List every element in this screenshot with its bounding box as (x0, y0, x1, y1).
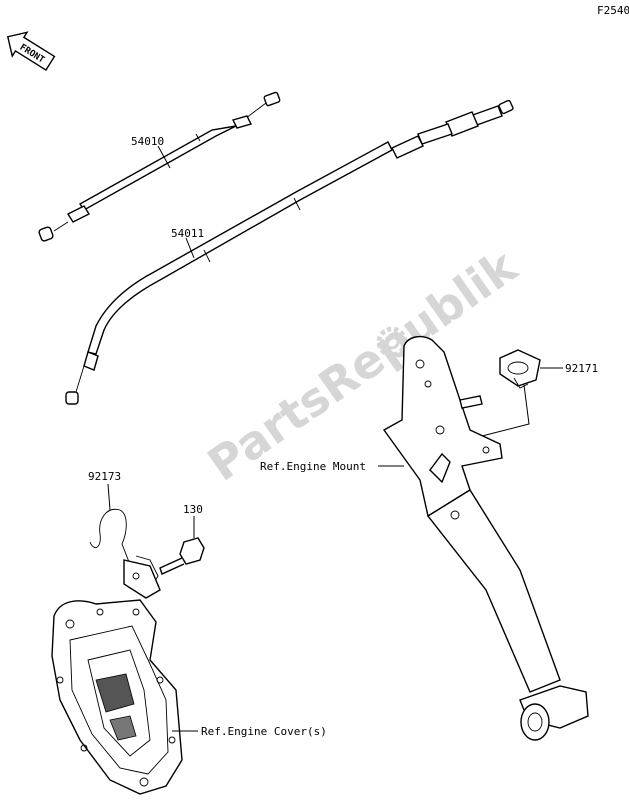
leader-92171-b (481, 384, 530, 437)
clip-92173[interactable] (89, 508, 161, 599)
label-92173[interactable]: 92173 (88, 470, 121, 483)
label-130[interactable]: 130 (183, 503, 203, 516)
label-engine-mount[interactable]: Ref.Engine Mount (260, 460, 366, 473)
leader-54011 (185, 237, 195, 259)
leader-54010 (157, 145, 171, 169)
label-engine-cover[interactable]: Ref.Engine Cover(s) (201, 725, 327, 738)
bolt-130[interactable] (159, 537, 205, 575)
clamp-92171[interactable] (499, 349, 541, 389)
figure-code: F2540 (597, 4, 629, 17)
label-54010[interactable]: 54010 (131, 135, 164, 148)
front-arrow-icon: FRONT (6, 31, 56, 71)
label-54011[interactable]: 54011 (171, 227, 204, 240)
engine-cover (51, 599, 183, 795)
cable-54010[interactable] (38, 91, 281, 242)
gear-icon (376, 326, 408, 358)
label-92171[interactable]: 92171 (565, 362, 598, 375)
cable-54011[interactable] (65, 99, 514, 405)
engine-mount (382, 335, 589, 741)
leader-92173 (107, 483, 111, 511)
